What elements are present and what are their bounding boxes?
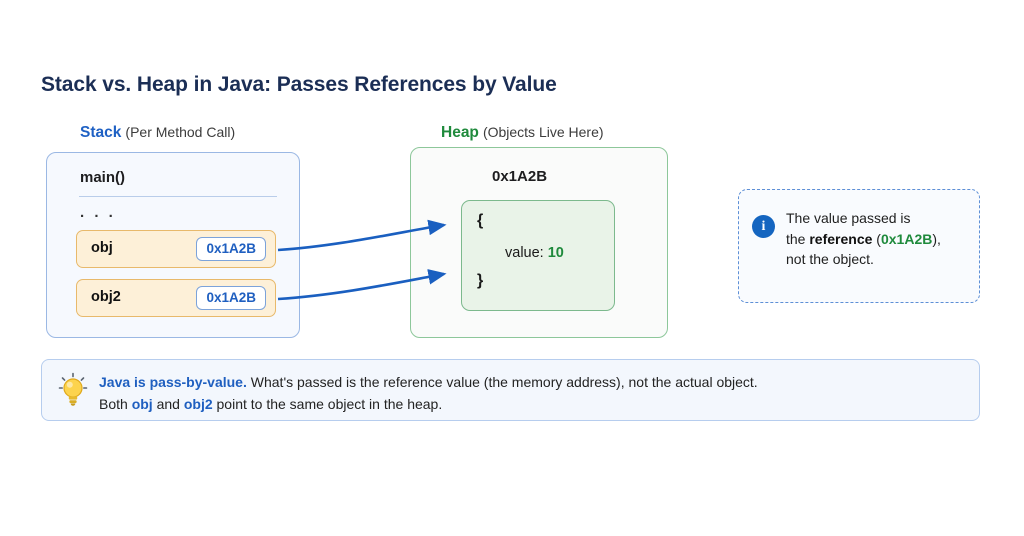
variable-address-chip: 0x1A2B [196, 286, 266, 310]
info-icon: i [752, 215, 775, 238]
info-line-3: not the object. [786, 251, 874, 267]
stack-column-caption: Stack (Per Method Call) [80, 124, 235, 142]
info-note-panel [738, 189, 980, 303]
callout-var-obj2: obj2 [183, 396, 213, 412]
stack-caption-strong: Stack [80, 124, 122, 141]
callout-var-obj: obj [131, 396, 153, 412]
object-field: value:10 [505, 245, 564, 261]
object-brace-close: } [477, 272, 484, 289]
callout-text: Java is pass-by-value. What's passed is … [99, 371, 959, 415]
info-paren-open: ( [872, 230, 881, 247]
info-address: 0x1A2B [880, 230, 933, 247]
info-line-2-prefix: the [786, 230, 810, 247]
callout-panel [41, 359, 980, 421]
callout-line-2-mid: and [152, 396, 184, 412]
object-field-value: 10 [547, 245, 564, 261]
lightbulb-icon [58, 372, 88, 406]
stack-frame-label: main() [80, 169, 125, 186]
object-field-key: value: [505, 245, 544, 261]
info-note-text: The value passed is the reference (0x1A2… [786, 208, 972, 270]
page-title: Stack vs. Heap in Java: Passes Reference… [41, 73, 557, 96]
variable-address-chip: 0x1A2B [196, 237, 266, 261]
heap-caption-strong: Heap [441, 124, 479, 141]
stack-caption-sub: (Per Method Call) [125, 124, 236, 140]
callout-line-1-rest: What's passed is the reference value (th… [246, 374, 758, 390]
callout-line-2-suffix: point to the same object in the heap. [212, 396, 443, 412]
heap-column-caption: Heap (Objects Live Here) [441, 124, 604, 142]
heap-caption-sub: (Objects Live Here) [482, 124, 604, 140]
stack-variable-row: obj2 0x1A2B [76, 279, 276, 317]
variable-name: obj2 [91, 289, 121, 305]
heap-object-box [461, 200, 615, 311]
heap-address-label: 0x1A2B [492, 168, 548, 185]
stack-ellipsis: . . . [80, 204, 116, 221]
info-line-1: The value passed is [786, 210, 911, 226]
object-brace-open: { [477, 212, 484, 229]
info-paren-close: ), [932, 230, 941, 247]
stack-frame-divider [79, 196, 277, 197]
info-line-2-bold: reference [809, 230, 873, 247]
callout-headline: Java is pass-by-value. [99, 374, 247, 390]
variable-name: obj [91, 240, 113, 256]
stack-variable-row: obj 0x1A2B [76, 230, 276, 268]
callout-line-2-prefix: Both [99, 396, 132, 412]
